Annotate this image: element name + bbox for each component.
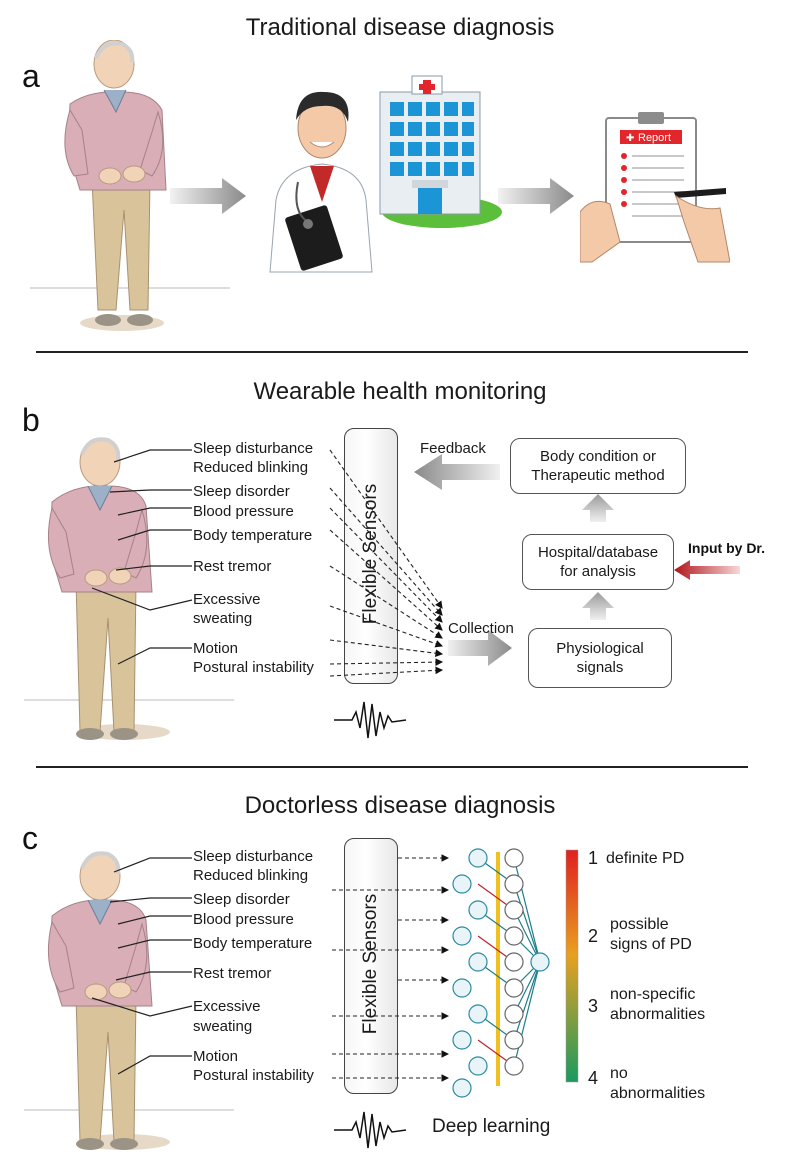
panel-b-title: Wearable health monitoring — [253, 378, 547, 405]
physiological-line1: Physiological — [556, 640, 644, 657]
symptom-rest-tremor: Rest tremor — [193, 558, 272, 575]
panel-c-title: Doctorless disease diagnosis — [244, 792, 556, 819]
patient-illustration-b — [24, 437, 234, 740]
scale-num-1: 1 — [588, 848, 599, 868]
diagnosis-scale-bar — [565, 849, 579, 1083]
scale-label-4-line2: abnormalities — [610, 1085, 706, 1102]
feedback-arrow — [414, 454, 500, 490]
elderly-man-illustration — [30, 40, 230, 331]
panel-a-title: Traditional disease diagnosis — [245, 14, 555, 41]
deep-learning-label: Deep learning — [432, 1116, 551, 1137]
scale-num-3: 3 — [588, 996, 599, 1016]
scale-label-4-line1: no — [610, 1065, 628, 1082]
flexible-sensors-bar-c: Flexible Sensors — [344, 838, 398, 1094]
symptom-excessive: Excessive — [193, 591, 261, 608]
feedback-label: Feedback — [420, 440, 486, 457]
report-cross-icon: ✚ — [626, 133, 634, 144]
symptom-blood-pressure: Blood pressure — [193, 911, 294, 928]
physiological-line2: signals — [576, 659, 624, 676]
panel-a-letter: a — [22, 58, 40, 94]
input-by-dr-label: Input by Dr. — [688, 540, 765, 556]
symptom-body-temperature: Body temperature — [193, 527, 313, 544]
symptom-sleep-disturbance: Sleep disturbance — [193, 440, 314, 457]
scale-label-3-line2: abnormalities — [610, 1006, 706, 1023]
hospital-database-box: Hospital/database for analysis — [522, 534, 674, 590]
collection-arrow — [448, 630, 512, 666]
report-header-text: Report — [638, 132, 671, 144]
symptom-sweating: sweating — [193, 610, 253, 627]
panel-b-letter: b — [22, 402, 40, 438]
symptom-sleep-disorder: Sleep disorder — [193, 891, 290, 908]
scale-num-2: 2 — [588, 926, 599, 946]
scale-label-2-line2: signs of PD — [610, 936, 692, 953]
symptom-sleep-disturbance: Sleep disturbance — [193, 848, 314, 865]
body-condition-box: Body condition or Therapeutic method — [510, 438, 686, 494]
waveform-icon-c — [334, 1111, 407, 1149]
symptom-blood-pressure: Blood pressure — [193, 503, 294, 520]
symptom-postural-instability: Postural instability — [193, 1067, 314, 1084]
scale-label-2-line1: possible — [610, 916, 669, 933]
hospital-line1: Hospital/database — [537, 544, 659, 561]
body-condition-line1: Body condition or — [540, 448, 656, 465]
symptom-body-temperature: Body temperature — [193, 935, 313, 952]
symptom-motion: Motion — [193, 1048, 239, 1065]
symptom-motion: Motion — [193, 640, 239, 657]
report-illustration: ✚ Report — [580, 112, 730, 263]
neural-network-icon — [452, 848, 550, 1098]
symptom-rest-tremor: Rest tremor — [193, 965, 272, 982]
flexible-sensors-bar-b: Flexible Sensors — [344, 428, 398, 684]
input-by-dr-arrow — [674, 560, 740, 580]
up-arrow-1 — [582, 592, 614, 620]
arrow-to-doctor — [170, 178, 246, 214]
scale-num-4: 4 — [588, 1068, 599, 1088]
symptom-sleep-disorder: Sleep disorder — [193, 483, 290, 500]
collection-label: Collection — [448, 620, 514, 637]
scale-label-3-line1: non-specific — [610, 986, 696, 1003]
symptom-reduced-blinking: Reduced blinking — [193, 867, 309, 884]
divider-a-b — [36, 351, 748, 353]
arrow-to-report — [498, 178, 574, 214]
divider-b-c — [36, 766, 748, 768]
scale-label-1: definite PD — [606, 850, 685, 867]
symptom-postural-instability: Postural instability — [193, 659, 314, 676]
doctor-hospital-illustration — [269, 75, 502, 273]
hospital-line2: for analysis — [560, 563, 636, 580]
panel-c-letter: c — [22, 820, 38, 856]
physiological-signals-box: Physiological signals — [528, 628, 672, 688]
body-condition-line2: Therapeutic method — [531, 467, 665, 484]
symptom-sweating: sweating — [193, 1018, 253, 1035]
symptom-excessive: Excessive — [193, 998, 261, 1015]
waveform-icon-b — [334, 701, 407, 739]
up-arrow-2 — [582, 494, 614, 522]
patient-illustration-c — [24, 851, 234, 1150]
symptom-reduced-blinking: Reduced blinking — [193, 459, 309, 476]
